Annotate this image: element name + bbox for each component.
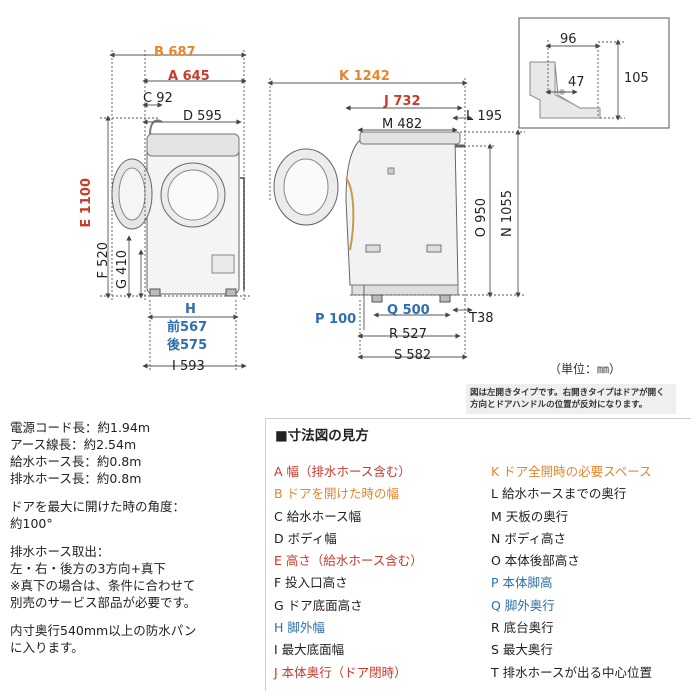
dim-d-label: D 595 bbox=[183, 109, 222, 124]
dim-t-label: T38 bbox=[469, 311, 494, 326]
hose-detail-inset bbox=[518, 17, 670, 129]
inset-96-label: 96 bbox=[560, 32, 577, 47]
dim-h-label: H bbox=[185, 302, 196, 317]
legend-item-j: J 本体奥行（ドア閉時） bbox=[274, 664, 407, 680]
dimension-drawing bbox=[100, 17, 670, 370]
dim-c-label: C 92 bbox=[143, 91, 173, 106]
orientation-note: 図は左開きタイプです。右開きタイプはドアが開く方向とドアハンドルの位置が反対にな… bbox=[466, 384, 676, 414]
inset-47-label: 47 bbox=[568, 75, 585, 90]
legend-item-i: I 最大底面幅 bbox=[274, 642, 345, 658]
dim-h-front-label: 前567 bbox=[167, 320, 208, 335]
spec-line: に入ります。 bbox=[10, 640, 84, 655]
spec-line: アース線長：約2.54m bbox=[10, 437, 137, 452]
dim-l-label: L 195 bbox=[466, 109, 503, 124]
side-view bbox=[273, 131, 465, 303]
dim-r-label: R 527 bbox=[389, 327, 427, 342]
legend-item-b: B ドアを開けた時の幅 bbox=[274, 486, 400, 502]
dim-k-label: K 1242 bbox=[339, 69, 390, 84]
legend-item-n: N ボディ高さ bbox=[491, 530, 566, 546]
legend-item-f: F 投入口高さ bbox=[274, 575, 348, 591]
dim-o-label: O 950 bbox=[474, 198, 489, 238]
inset-105-label: 105 bbox=[624, 71, 649, 86]
dim-j-label: J 732 bbox=[384, 94, 421, 109]
dim-p-label: P 100 bbox=[315, 312, 357, 327]
legend-item-g: G ドア底面高さ bbox=[274, 597, 363, 613]
dim-m-label: M 482 bbox=[382, 117, 423, 132]
legend-item-r: R 底台奥行 bbox=[491, 620, 554, 636]
dim-h-back-label: 後575 bbox=[167, 338, 208, 353]
legend-item-q: Q 脚外奥行 bbox=[491, 597, 555, 613]
spec-line: 排水ホース長：約0.8m bbox=[10, 471, 142, 486]
dim-e-label: E 1100 bbox=[79, 178, 94, 228]
side-dim-lines bbox=[267, 78, 525, 360]
dim-i-label: I 593 bbox=[172, 359, 205, 374]
legend-item-o: O 本体後部高さ bbox=[491, 553, 580, 569]
dim-n-label: N 1055 bbox=[500, 190, 515, 237]
legend-item-c: C 給水ホース幅 bbox=[274, 508, 362, 524]
legend-left-column: A 幅（排水ホース含む） B ドアを開けた時の幅 C 給水ホース幅 D ボディ幅… bbox=[274, 461, 423, 684]
spec-line: 左・右・後方の3方向+真下 bbox=[10, 561, 166, 576]
spec-line: 排水ホース取出： bbox=[10, 544, 110, 559]
dim-a-label: A 645 bbox=[168, 69, 210, 84]
spec-line: ドアを最大に開けた時の角度： bbox=[10, 499, 186, 514]
dim-b-label: B 687 bbox=[154, 45, 196, 60]
dim-s-label: S 582 bbox=[394, 348, 432, 363]
legend-box bbox=[265, 418, 691, 691]
legend-item-t: T 排水ホースが出る中心位置 bbox=[491, 664, 652, 680]
front-dim-lines bbox=[100, 50, 250, 370]
legend-item-m: M 天板の奥行 bbox=[491, 508, 569, 524]
spec-line: 給水ホース長：約0.8m bbox=[10, 454, 142, 469]
legend-item-k: K ドア全開時の必要スペース bbox=[491, 464, 652, 479]
dim-f-label: F 520 bbox=[96, 242, 111, 279]
spec-line: 約100° bbox=[10, 516, 53, 531]
legend-item-p: P 本体脚高 bbox=[491, 575, 553, 591]
legend-item-d: D ボディ幅 bbox=[274, 530, 337, 546]
spec-line: ※真下の場合は、条件に合わせて bbox=[10, 578, 196, 593]
legend-item-s: S 最大奥行 bbox=[491, 642, 553, 658]
legend-item-e: E 高さ（給水ホース含む） bbox=[274, 553, 423, 569]
legend-right-column: K ドア全開時の必要スペース L 給水ホースまでの奥行 M 天板の奥行 N ボデ… bbox=[491, 461, 652, 684]
legend-item-l: L 給水ホースまでの奥行 bbox=[491, 486, 627, 502]
spec-line: 内寸奥行540mm以上の防水パン bbox=[10, 623, 197, 638]
spec-list: 電源コード長：約1.94m アース線長：約2.54m 給水ホース長：約0.8m … bbox=[10, 419, 260, 656]
legend-item-a: A 幅（排水ホース含む） bbox=[274, 464, 411, 479]
front-view bbox=[111, 119, 245, 297]
legend-title: ■寸法図の見方 bbox=[275, 428, 369, 444]
spec-line: 別売のサービス部品が必要です。 bbox=[10, 595, 197, 610]
unit-label: （単位：㎜） bbox=[549, 362, 622, 376]
legend-item-h: H 脚外幅 bbox=[274, 620, 325, 636]
dim-g-label: G 410 bbox=[115, 250, 130, 290]
spec-line: 電源コード長：約1.94m bbox=[10, 420, 151, 435]
dim-q-label: Q 500 bbox=[387, 303, 430, 318]
